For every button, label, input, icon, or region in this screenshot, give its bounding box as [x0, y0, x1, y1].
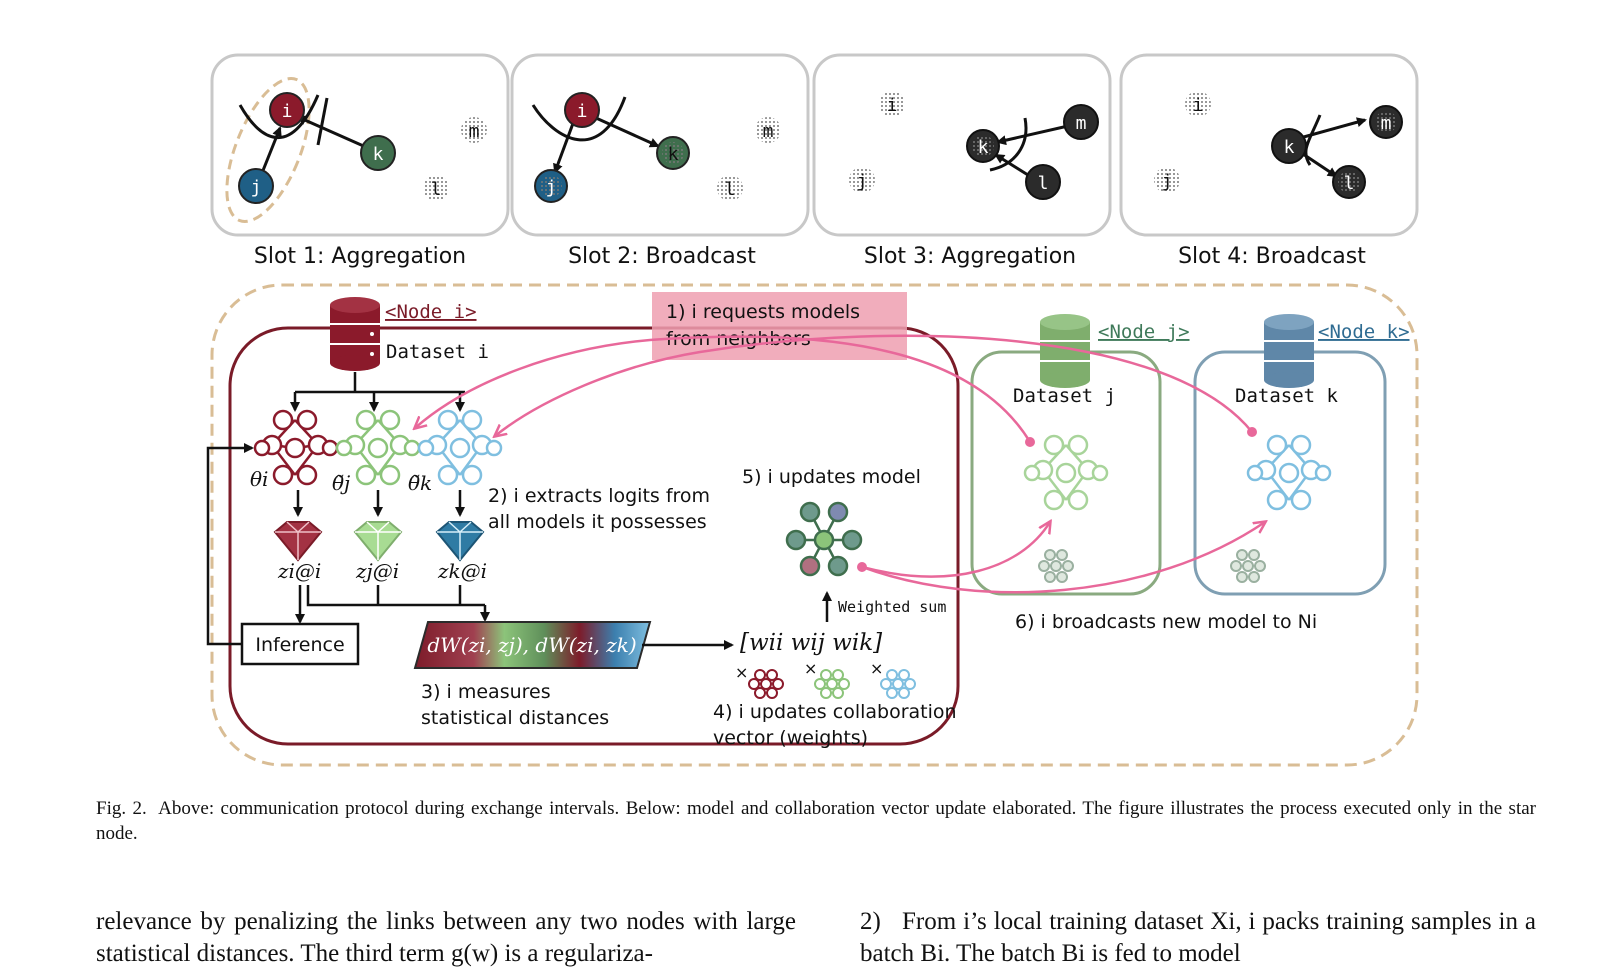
step4-line1: 4) i updates collaboration	[713, 701, 957, 723]
body-text-right: 2)From i’s local training dataset Xi, i …	[860, 906, 1536, 970]
z-ki-label: zk@i	[437, 559, 487, 583]
slot3-node-l-label: l	[1038, 173, 1049, 194]
small-model-icon-node-j	[1038, 549, 1074, 583]
slot1-node-k-label: k	[373, 144, 384, 165]
step5-label: 5) i updates model	[742, 466, 921, 488]
step1-line1: 1) i requests models	[666, 301, 860, 323]
pink-arrow-broadcast-j	[861, 522, 1050, 578]
slot-panel-4: i j k m l Slot 4: Broadcast	[1119, 53, 1419, 269]
slot1-node-j-label: j	[251, 177, 262, 198]
slot3-node-j-label: j	[857, 171, 868, 192]
weights-vector: [wii wij wik]	[740, 630, 882, 656]
theta-k-label: θ̃k	[408, 471, 432, 495]
inference-box	[240, 622, 360, 666]
step3-line2: statistical distances	[421, 707, 609, 729]
z-ji-label: zj@i	[355, 559, 399, 583]
step1-line2: from neighbors	[666, 328, 811, 350]
slot-1-label: Slot 1: Aggregation	[254, 244, 466, 269]
small-model-icon-node-k	[1230, 549, 1266, 583]
pink-arrow-request-j	[415, 335, 1032, 443]
slot2-node-l-label: l	[725, 179, 736, 200]
step2-line2: all models it possesses	[488, 511, 707, 533]
theta-j-label: θ̃j	[332, 471, 350, 495]
step4-line2: vector (weights)	[713, 727, 868, 749]
figure-caption: Fig. 2. Above: communication protocol du…	[96, 796, 1536, 846]
updated-model-icon	[785, 501, 863, 577]
dataset-k-label: Dataset k	[1235, 385, 1339, 407]
slot2-node-i-label: i	[577, 101, 588, 122]
dataset-i-label: Dataset i	[386, 341, 489, 363]
node-i-tag: <Node i>	[385, 301, 477, 323]
list-number: 2)	[860, 908, 881, 935]
gem-icon-k	[435, 521, 485, 562]
times-2: ×	[804, 659, 817, 678]
slot4-node-i-label: i	[1193, 95, 1204, 116]
caption-label: Fig. 2.	[96, 798, 147, 819]
slot3-node-m-label: m	[1076, 113, 1087, 134]
node-j-tag: <Node j>	[1098, 321, 1190, 343]
slot-2-label: Slot 2: Broadcast	[568, 244, 756, 269]
slot3-node-i-label: i	[887, 95, 898, 116]
slot4-node-j-label: j	[1162, 171, 1173, 192]
distance-formula: dW(zi, zj), dW(zi, zk)	[427, 633, 636, 657]
network-icon-node-j	[1023, 434, 1109, 511]
distance-box	[413, 621, 652, 669]
slot2-node-m-label: m	[763, 121, 774, 142]
gem-icon-j	[353, 521, 403, 562]
step3-line1: 3) i measures	[421, 681, 551, 703]
body-text-left: relevance by penalizing the links betwee…	[96, 908, 796, 967]
slot4-node-m-label: m	[1381, 113, 1392, 134]
network-icon-theta-k	[417, 409, 503, 486]
weighted-sum-label: Weighted sum	[838, 598, 946, 616]
mini-network-icon-j	[814, 669, 850, 699]
dataset-j-label: Dataset j	[1013, 385, 1116, 407]
mini-network-icon-k	[880, 669, 916, 699]
database-icon-k	[1264, 314, 1314, 388]
pink-arrow-request-k	[495, 334, 1253, 436]
slot-panel-1: i j k m l Slot 1: Aggregation	[210, 53, 510, 269]
slot2-node-j-label: j	[546, 177, 557, 198]
network-icon-theta-i	[253, 409, 339, 486]
gem-icon-i	[273, 521, 323, 562]
step6-label: 6) i broadcasts new model to Ni	[1015, 611, 1317, 633]
step2-line1: 2) i extracts logits from	[488, 485, 710, 507]
database-icon-i	[330, 297, 380, 371]
network-icon-node-k	[1246, 434, 1332, 511]
network-icon-theta-j	[335, 409, 421, 486]
theta-i-label: θi	[250, 467, 268, 491]
slot4-node-l-label: l	[1344, 173, 1355, 194]
slot-panel-3: i j k m l Slot 3: Aggregation	[812, 53, 1112, 269]
pink-arrow-broadcast-k	[861, 522, 1265, 594]
slot1-node-i-label: i	[282, 101, 293, 122]
times-1: ×	[735, 663, 748, 682]
inference-label: Inference	[255, 634, 344, 656]
figure-2: i j k m l Slot 1: Aggregation i j k m l …	[206, 53, 1419, 767]
node-k-tag: <Node k>	[1318, 321, 1410, 343]
slot4-node-k-label: k	[1284, 137, 1295, 158]
slot-panel-2: i j k m l Slot 2: Broadcast	[510, 53, 810, 269]
mini-network-icon-i	[748, 669, 784, 699]
node-i-frame	[228, 326, 960, 746]
slot1-node-l-label: l	[431, 179, 442, 200]
slot2-node-k-label: k	[668, 144, 679, 165]
list-item-text: From i’s local training dataset Xi, i pa…	[860, 908, 1536, 967]
times-3: ×	[870, 659, 883, 678]
slot-4-label: Slot 4: Broadcast	[1178, 244, 1366, 269]
slot3-node-k-label: k	[978, 137, 989, 158]
caption-text: Above: communication protocol during exc…	[96, 798, 1536, 844]
z-ii-label: zi@i	[277, 559, 321, 583]
outer-dashed-frame	[210, 283, 1419, 767]
slot1-node-m-label: m	[469, 121, 480, 142]
step1-highlight	[652, 292, 907, 360]
slot-3-label: Slot 3: Aggregation	[864, 244, 1076, 269]
